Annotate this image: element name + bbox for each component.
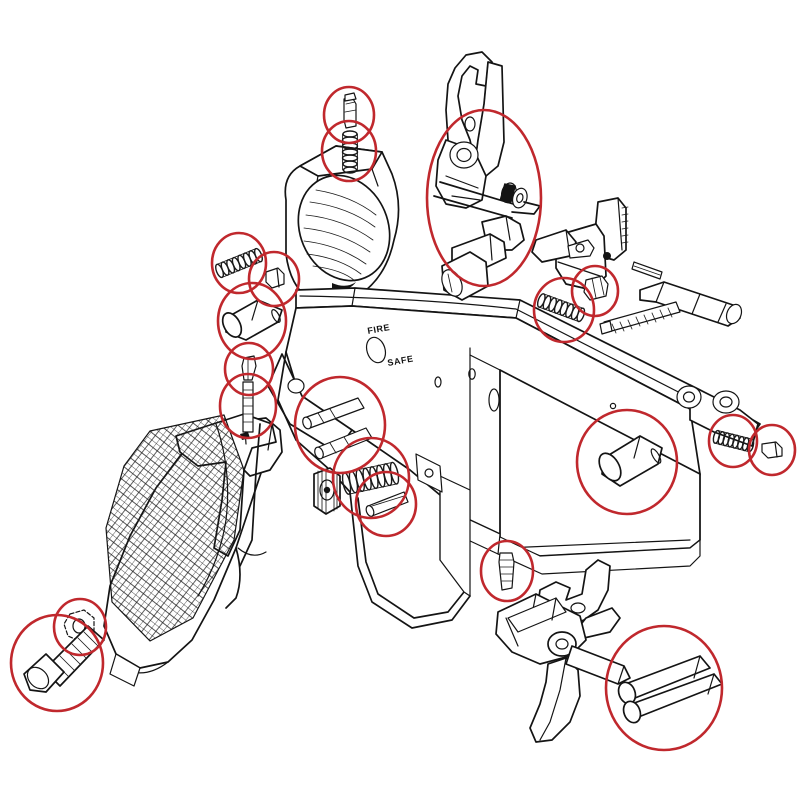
callout-trigger-hammer-pins[interactable] <box>604 624 724 752</box>
part-trigger-hammer-pins <box>617 655 723 724</box>
marking-safe: SAFE <box>387 354 415 368</box>
part-trigger-assembly <box>495 559 631 743</box>
part-takedown-detent-spring <box>215 247 263 279</box>
callout-buffer-retainer-detent[interactable] <box>322 85 376 145</box>
part-grip-screw <box>23 625 105 693</box>
callout-grip-lock-washer[interactable] <box>52 597 108 657</box>
part-bolt-catch-spring <box>536 293 586 323</box>
callout-bolt-catch-plunger[interactable] <box>570 264 620 318</box>
pistol-grip <box>103 413 283 687</box>
receiver-body <box>267 287 761 629</box>
callout-takedown-detent[interactable] <box>247 250 301 308</box>
lower-receiver: FIRE SAFE <box>267 145 761 629</box>
part-disconnector-spring <box>498 552 515 591</box>
part-hammer-spring <box>433 181 541 219</box>
selector-markings: FIRE SAFE <box>363 322 415 368</box>
part-bolt-catch-roll-pin <box>631 261 663 280</box>
part-pivot-detent-spring <box>712 429 755 453</box>
part-pivot-pin <box>598 435 663 487</box>
part-buffer-retainer-spring <box>341 130 359 174</box>
callout-roll-pins[interactable] <box>293 375 387 475</box>
callout-takedown-pin[interactable] <box>216 281 288 361</box>
callout-magcatch-button[interactable] <box>218 372 278 440</box>
safety-selector-lever[interactable] <box>363 335 388 365</box>
callout-magcatch-spring-large[interactable] <box>331 436 411 520</box>
callout-pivot-pin[interactable] <box>575 408 679 516</box>
callout-buffer-retainer-spring[interactable] <box>320 119 378 183</box>
part-bolt-catch <box>531 197 629 291</box>
callout-disconnector-spring[interactable] <box>479 539 535 603</box>
callout-rings <box>9 85 797 752</box>
callout-bolt-catch-spring[interactable] <box>532 276 596 344</box>
part-bolt-catch-plunger <box>583 275 609 301</box>
callout-pivot-detent[interactable] <box>747 423 797 477</box>
callout-magcatch-spring[interactable] <box>223 341 275 397</box>
callout-guard-detent-pin[interactable] <box>354 470 418 538</box>
part-guard-detent-pin <box>365 491 409 517</box>
part-pivot-detent <box>761 441 783 459</box>
part-magcatch-spring-large <box>341 461 400 495</box>
callout-pivot-detent-spring[interactable] <box>707 413 759 469</box>
callout-grip-screw[interactable] <box>9 613 105 713</box>
part-hammer <box>435 51 505 209</box>
part-safety-selector <box>441 215 525 301</box>
callout-hammer-spring[interactable] <box>425 108 543 288</box>
part-magazine-catch <box>599 281 743 335</box>
marking-fire: FIRE <box>367 322 391 336</box>
part-magcatch-button-shaft <box>242 381 254 433</box>
callout-takedown-detent-spring[interactable] <box>210 231 268 295</box>
part-takedown-detent <box>265 267 285 289</box>
